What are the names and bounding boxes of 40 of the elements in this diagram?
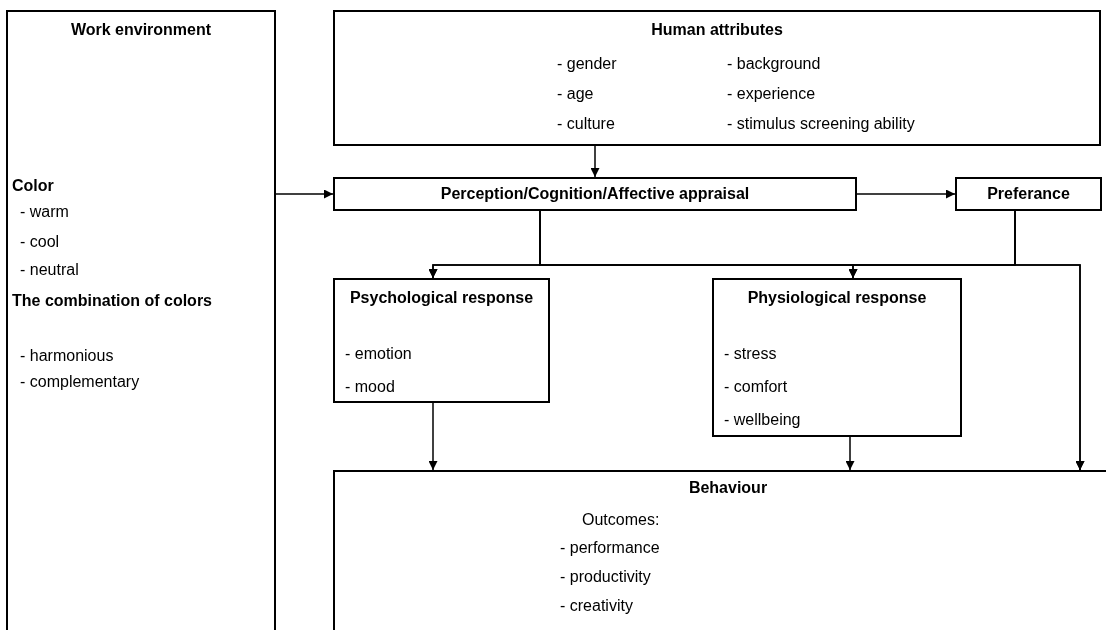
response-box	[712, 278, 962, 437]
heading: Physiological response	[746, 288, 928, 308]
list-item: - age	[557, 84, 594, 104]
heading: The combination of colors	[12, 291, 213, 311]
list-item: - mood	[345, 377, 395, 397]
list-item: - experience	[727, 84, 816, 104]
attributes-box	[333, 10, 1101, 146]
list-item: Outcomes:	[582, 510, 660, 530]
heading: Work environment	[69, 20, 213, 40]
list-item: - comfort	[724, 377, 788, 397]
list-item: - warm	[20, 202, 69, 222]
arrow	[845, 436, 855, 471]
list-item: - gender	[557, 54, 617, 74]
list-item: - creativity	[560, 596, 633, 616]
heading: Preferance	[986, 184, 1071, 204]
environment-box	[6, 10, 276, 630]
preference-box	[955, 177, 1102, 211]
arrow	[1014, 210, 1085, 471]
list-item: - stress	[724, 344, 777, 364]
list-item: - performance	[560, 538, 660, 558]
list-item: - culture	[557, 114, 615, 134]
heading: Color	[12, 176, 54, 196]
list-item: - complementary	[20, 372, 140, 392]
behaviour-box	[333, 470, 1106, 630]
appraisal-box	[333, 177, 857, 211]
list-item: - emotion	[345, 344, 412, 364]
list-item: - cool	[20, 232, 60, 252]
heading: Human attributes	[650, 20, 784, 40]
list-item: - neutral	[20, 260, 79, 280]
list-item: - harmonious	[20, 346, 114, 366]
list-item: - stimulus screening ability	[727, 114, 915, 134]
heading: Perception/Cognition/Affective appraisal	[439, 184, 751, 204]
heading: Psychological response	[348, 288, 535, 308]
response-box	[333, 278, 550, 403]
arrow	[590, 145, 600, 178]
list-item: - background	[727, 54, 821, 74]
arrow	[428, 402, 438, 471]
list-item: - wellbeing	[724, 410, 801, 430]
list-item: - productivity	[560, 567, 651, 587]
heading: Behaviour	[687, 478, 769, 498]
